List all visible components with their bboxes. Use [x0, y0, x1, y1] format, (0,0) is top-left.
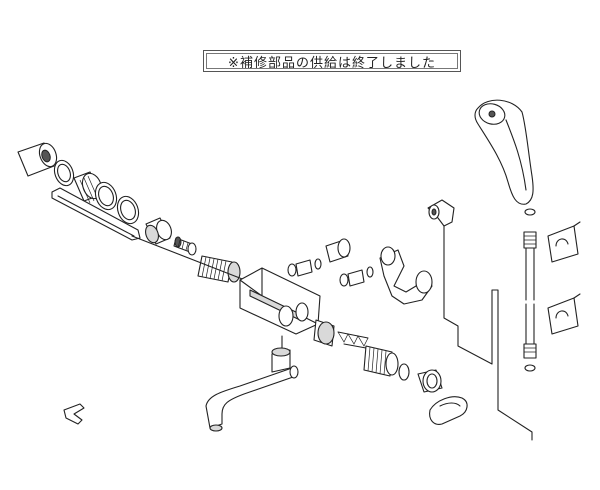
right-handle-lever — [429, 396, 468, 425]
left-handle-cap — [17, 142, 58, 177]
hose-elbow — [427, 199, 455, 227]
small-nipple-2 — [339, 269, 365, 287]
right-valve-cartridge — [363, 345, 399, 377]
shower-hose — [523, 231, 537, 359]
left-ring-2 — [94, 181, 118, 211]
small-washer-1 — [314, 258, 322, 270]
left-adapter — [145, 217, 172, 245]
left-ring-1 — [53, 159, 75, 187]
right-spring — [337, 331, 369, 349]
mixer-body — [239, 267, 321, 335]
shower-hook-lower — [547, 293, 581, 335]
hose-route-line — [443, 225, 533, 441]
hose-washer — [524, 364, 536, 372]
left-knurled-ring — [116, 195, 140, 225]
right-nut — [313, 319, 335, 347]
shower-head — [474, 99, 534, 205]
left-sleeve — [73, 171, 103, 204]
allen-key — [63, 403, 85, 425]
eccentric-leg — [379, 246, 433, 305]
assembly-axis-left — [131, 235, 251, 283]
left-lever-bar — [51, 187, 141, 241]
head-washer — [524, 208, 536, 216]
right-oring — [398, 363, 410, 381]
union-fitting-1 — [325, 238, 351, 263]
discontinued-parts-notice: ※補修部品の供給は終了しました — [203, 50, 461, 72]
left-thermo-cartridge — [197, 255, 241, 283]
left-washer — [187, 242, 197, 256]
small-washer-2 — [366, 266, 374, 278]
spout-pipe — [205, 365, 299, 432]
shower-hook-upper — [547, 221, 581, 263]
small-nipple-1 — [287, 259, 313, 277]
spout-connector — [271, 335, 291, 373]
right-handle-collar — [417, 369, 443, 393]
